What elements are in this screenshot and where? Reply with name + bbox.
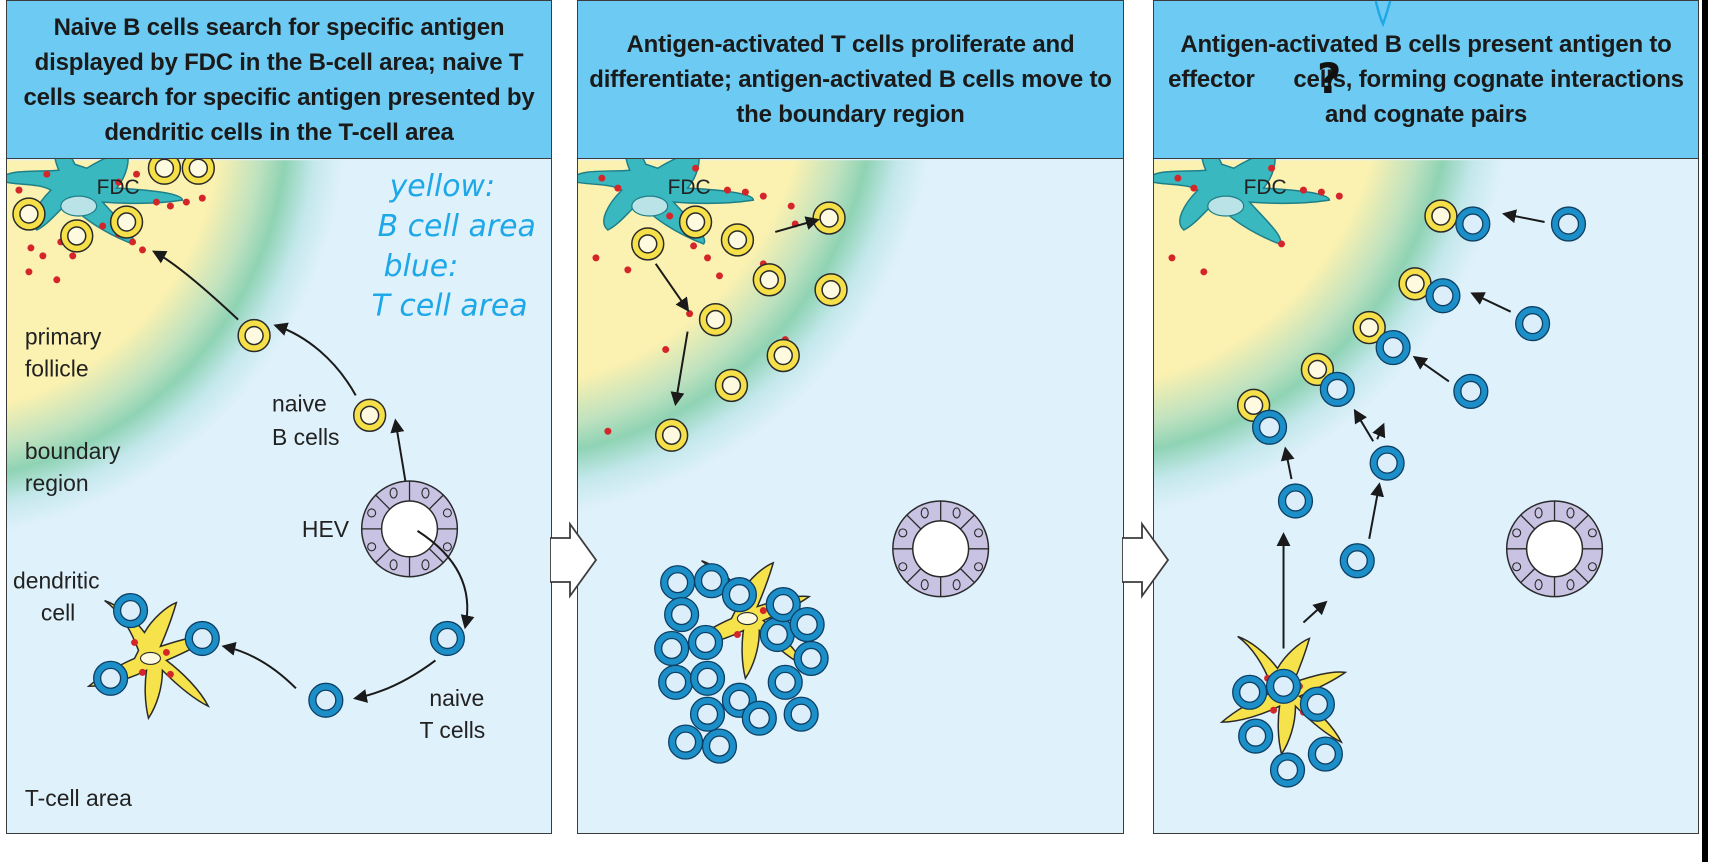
arrow-t-cell-5	[1280, 446, 1295, 480]
naive-t-cells-label-line2: T cells	[419, 717, 485, 743]
hev-vessel	[892, 500, 990, 598]
t-cell-migration-arrows	[221, 530, 475, 703]
proliferating-t-cells	[654, 563, 829, 764]
naive-t-cells	[308, 620, 465, 718]
panel-illustration: FDC	[1154, 159, 1698, 833]
hev-vessel	[360, 480, 459, 578]
naive-b-cells-label-line2: B cells	[272, 424, 339, 450]
annotation-t-cell-area: T cell area	[372, 289, 528, 324]
t-cells-at-dendritic-cell	[1232, 668, 1343, 788]
annotation-yellow: yellow:	[389, 169, 495, 204]
fdc-label: FDC	[1244, 176, 1287, 199]
b-cell-movement-arrows	[654, 216, 820, 407]
b-cell-area-region	[1154, 160, 1698, 833]
panel-illustration: FDC primary follicle boundary region yel…	[7, 159, 551, 833]
arrow-t-cell-2	[1470, 292, 1512, 313]
boundary-region-label: boundary	[25, 438, 121, 464]
fdc-cell	[578, 159, 755, 245]
handwritten-tick-mark	[1374, 0, 1392, 28]
activated-b-cells	[631, 201, 848, 452]
arrow-b-cell-down	[654, 263, 690, 312]
question-mark-annotation: ?	[1317, 55, 1341, 99]
primary-follicle-label-line2: follicle	[25, 355, 89, 381]
arrow-t-cell-8	[1302, 600, 1328, 624]
arrow-b-cell-up	[273, 322, 357, 396]
arrow-b-cell-right	[775, 216, 820, 233]
b-cell-area-region	[578, 160, 1123, 833]
arrow-b-cell-to-fdc	[152, 250, 239, 321]
naive-b-cells-label: naive	[272, 390, 327, 416]
boundary-region-label-line2: region	[25, 470, 89, 496]
hev-label: HEV	[302, 516, 350, 542]
arrow-b-cell-to-boundary	[670, 331, 689, 407]
step-arrow-icon	[550, 521, 598, 599]
step-arrow-icon	[1122, 521, 1170, 599]
t-cell-area-label: T-cell area	[25, 785, 132, 811]
panel-title-box: Antigen-activated B cells present antige…	[1154, 1, 1698, 159]
arrow-t-cell-6	[1372, 422, 1386, 440]
panel-cognate-pairs: Antigen-activated B cells present antige…	[1153, 0, 1699, 834]
right-edge-bar	[1702, 0, 1708, 862]
primary-follicle-label: primary	[25, 324, 102, 350]
question-mark-text: ?	[1317, 55, 1341, 99]
panel-title: Naive B cells search for specific antige…	[23, 13, 535, 146]
arrow-t-cell-4	[1353, 408, 1375, 442]
arrow-t-cell-7	[1368, 482, 1384, 540]
panel-title: Antigen-activated B cells present antige…	[1168, 31, 1684, 128]
panel-title-box: Naive B cells search for specific antige…	[7, 1, 551, 159]
panel-title-box: Antigen-activated T cells proliferate an…	[578, 1, 1123, 159]
panel-title: Antigen-activated T cells proliferate an…	[589, 31, 1112, 128]
antigen-dots	[15, 170, 206, 284]
antigen-dots	[1168, 164, 1343, 276]
effector-t-cells	[1251, 206, 1587, 579]
fdc-label: FDC	[668, 176, 711, 199]
arrow-t-cell-to-dc	[221, 641, 297, 690]
t-cell-migration-arrows	[1276, 209, 1545, 649]
panel-illustration: FDC	[578, 159, 1123, 833]
t-cells-at-dendritic-cell	[93, 592, 220, 696]
arrow-t-cell-left	[352, 659, 437, 703]
naive-b-cells	[237, 318, 387, 432]
b-cell-area-region	[7, 160, 551, 833]
annotation-blue: blue:	[384, 249, 459, 284]
fdc-cell	[1154, 159, 1331, 245]
arrow-hev-to-t-cell	[416, 530, 475, 630]
dendritic-cell	[86, 599, 215, 721]
panel-naive-cell-search: Naive B cells search for specific antige…	[6, 0, 552, 834]
dendritic-cell-label: dendritic	[13, 568, 100, 594]
arrow-t-cell-3	[1412, 355, 1450, 383]
panel-activation: Antigen-activated T cells proliferate an…	[577, 0, 1124, 834]
annotation-b-cell-area: B cell area	[378, 209, 536, 244]
naive-t-cells-label: naive	[429, 685, 484, 711]
dendritic-cell-label-line2: cell	[41, 600, 75, 626]
b-cells-at-fdc	[12, 159, 215, 253]
arrow-t-cell-1	[1501, 209, 1545, 224]
fdc-label: FDC	[97, 176, 140, 199]
hev-vessel	[1505, 500, 1604, 598]
